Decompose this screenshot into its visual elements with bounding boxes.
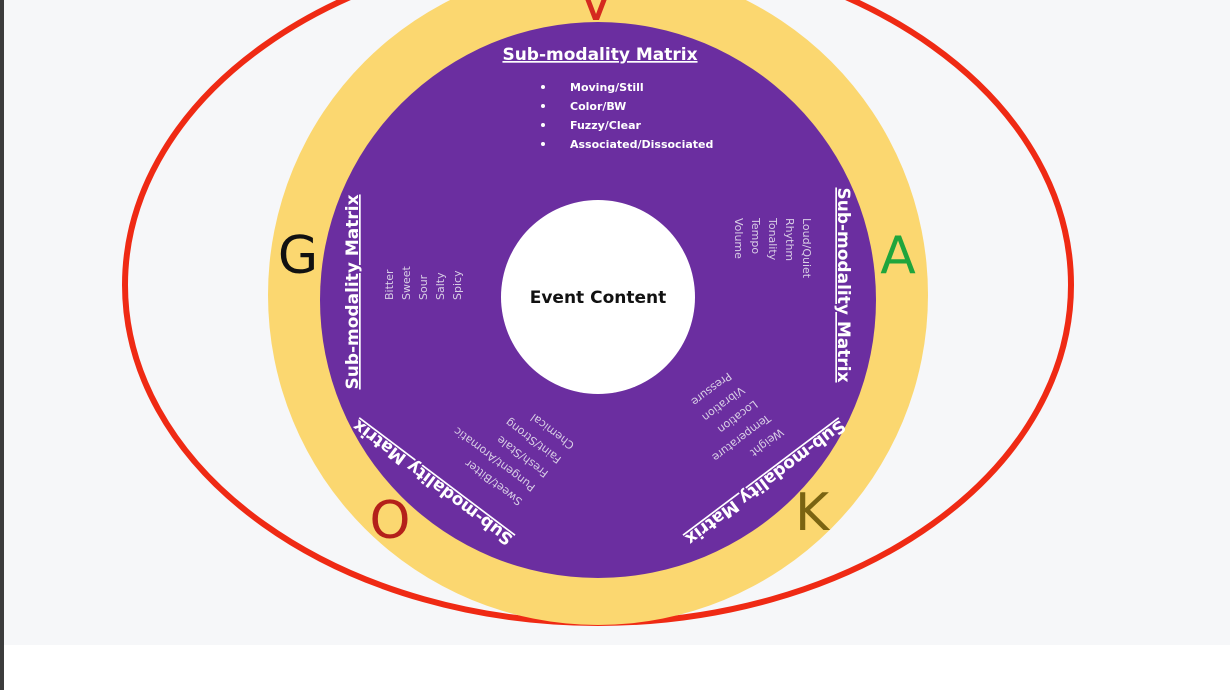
list-item: Sour bbox=[417, 274, 430, 300]
list-item: Fuzzy/Clear bbox=[570, 119, 642, 132]
matrix-title: Sub-modality Matrix bbox=[833, 187, 853, 382]
letter-g: G bbox=[278, 226, 318, 286]
list-item: Spicy bbox=[451, 270, 464, 300]
matrix-title: Sub-modality Matrix bbox=[343, 194, 363, 389]
list-item: Volume bbox=[732, 218, 745, 259]
list-item: Moving/Still bbox=[570, 81, 644, 94]
letter-a: A bbox=[880, 226, 916, 286]
matrix-auditory: Sub-modality Matrix Loud/Quiet Rhythm To… bbox=[732, 187, 853, 382]
list-item: Sweet bbox=[400, 265, 413, 300]
center-circle bbox=[501, 200, 695, 394]
list-item: Associated/Dissociated bbox=[570, 138, 713, 151]
list-item: Rhythm bbox=[783, 218, 796, 261]
center-label: Event Content bbox=[530, 288, 667, 308]
matrix-item-list: Moving/Still Color/BW Fuzzy/Clear Associ… bbox=[541, 81, 713, 151]
letter-v: V bbox=[578, 0, 614, 33]
matrix-item-list: Bitter Sweet Sour Salty Spicy bbox=[383, 265, 464, 300]
list-item: Bitter bbox=[383, 269, 396, 300]
matrix-title: Sub-modality Matrix bbox=[502, 45, 697, 65]
matrix-item-list: Loud/Quiet Rhythm Tonality Tempo Volume bbox=[732, 217, 813, 279]
list-item: Salty bbox=[434, 272, 447, 300]
window-edge bbox=[0, 0, 4, 690]
list-item: Tempo bbox=[749, 217, 762, 254]
letter-k: K bbox=[795, 483, 831, 543]
list-item: Tonality bbox=[766, 217, 779, 261]
matrix-gustatory: Sub-modality Matrix Bitter Sweet Sour Sa… bbox=[343, 194, 464, 389]
letter-o: O bbox=[370, 491, 411, 551]
list-item: Loud/Quiet bbox=[800, 218, 813, 279]
matrix-visual: Sub-modality Matrix Moving/Still Color/B… bbox=[502, 45, 713, 151]
list-item: Color/BW bbox=[570, 100, 626, 113]
